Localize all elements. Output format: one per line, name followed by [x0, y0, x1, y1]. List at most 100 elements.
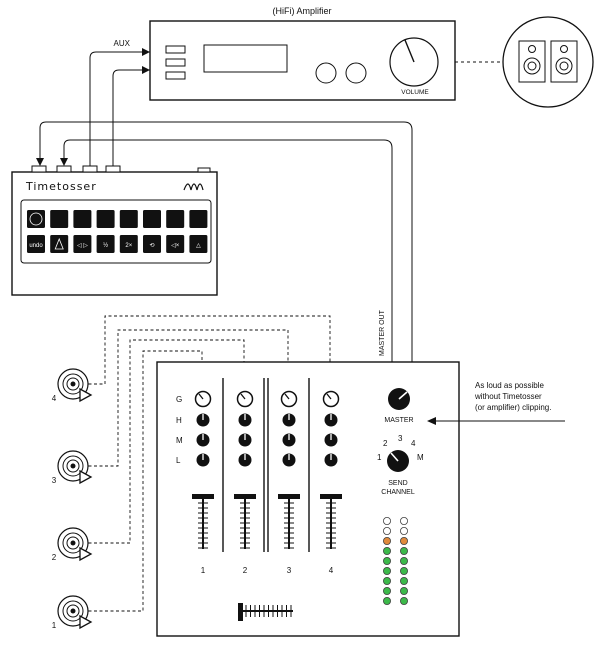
send-pos-1: 1: [377, 453, 382, 462]
send-pos-3: 3: [398, 434, 403, 443]
send-label: SEND: [388, 480, 407, 487]
meter-led: [399, 557, 408, 566]
meter-led: [399, 527, 408, 536]
meter-led: [382, 597, 391, 606]
note: As loud as possible without Timetosser (…: [427, 381, 565, 425]
pad-button-4: [96, 210, 115, 228]
triangle-icon: △: [189, 235, 208, 253]
crossfader: [238, 603, 293, 621]
pad-button-5: [119, 210, 138, 228]
arrow-icon: [427, 417, 436, 425]
turntable-icon: 2: [52, 527, 93, 562]
button-glyph: ½: [103, 242, 108, 249]
note-line-2: without Timetosser: [474, 392, 542, 401]
send-pos-2: 2: [383, 439, 388, 448]
level-meter-column: [382, 517, 391, 606]
meter-led: [399, 597, 408, 606]
turntable-number: 1: [52, 621, 57, 630]
button-grid: [20, 199, 212, 264]
pad-button-3: [73, 210, 92, 228]
button-glyph: ◁×: [171, 243, 180, 249]
channel-strip-3: 3: [278, 390, 300, 575]
loop-icon: ⟲: [143, 235, 161, 253]
channel-label: CHANNEL: [381, 489, 415, 496]
level-meters: [382, 517, 408, 606]
channel-number: 4: [329, 566, 334, 575]
mute-icon: ◁×: [166, 235, 185, 253]
send-pos-4: 4: [411, 439, 416, 448]
meter-led: [382, 587, 391, 596]
meter-led: [399, 547, 408, 556]
meter-led: [382, 547, 391, 556]
pad-button-8: [189, 210, 208, 228]
level-meter-column: [399, 517, 408, 606]
pad-button-2: [50, 210, 69, 228]
turntable-cables: [83, 315, 331, 612]
eq-label: L: [176, 456, 181, 465]
eq-label: M: [176, 436, 183, 445]
meter-led: [382, 577, 391, 586]
undo-icon: undo: [27, 235, 45, 253]
amplifier: (HiFi) Amplifier VOLUME: [149, 6, 456, 101]
turntables: 4 3 2 1: [52, 368, 93, 630]
eq-label: G: [176, 395, 182, 404]
cables: [36, 48, 413, 362]
pad-button-7: [166, 210, 185, 228]
channel-strip-2: 2: [234, 390, 256, 575]
send-channel-knob: [387, 450, 409, 472]
timetosser-buttons: undo ◁ ▷ ½ 2× ⟲ ◁× △: [27, 210, 208, 253]
reverse-icon: ◁ ▷: [73, 235, 92, 253]
channel-number: 3: [287, 566, 292, 575]
button-glyph: △: [196, 243, 201, 249]
button-glyph: 2×: [125, 243, 132, 249]
timetosser-title: Timetosser: [25, 180, 97, 193]
send-pos-m: M: [417, 453, 424, 462]
meter-led: [399, 577, 408, 586]
metronome-icon: [50, 235, 69, 253]
meter-led: [382, 557, 391, 566]
turntable-number: 4: [52, 394, 57, 403]
eq-label: H: [176, 416, 182, 425]
button-glyph: ◁ ▷: [77, 243, 88, 249]
note-line-3: (or amplifier) clipping.: [475, 403, 551, 412]
amp-small-knob-2: [345, 62, 367, 84]
turntable-number: 3: [52, 476, 57, 485]
channel-strip-1: 1: [192, 390, 214, 575]
master-out-label: MASTER OUT: [379, 309, 386, 356]
note-line-1: As loud as possible: [475, 381, 544, 390]
mixer-channels: G H M L 1 2 3 4: [176, 390, 342, 575]
turntable-number: 2: [52, 553, 57, 562]
aux-label: AUX: [114, 39, 131, 48]
amp-small-knob-1: [315, 62, 337, 84]
amp-input-button-1: [165, 45, 186, 54]
meter-led: [382, 527, 391, 536]
button-glyph: undo: [29, 243, 43, 249]
meter-led: [399, 587, 408, 596]
master-label: MASTER: [384, 417, 413, 424]
meter-led: [382, 517, 391, 526]
meter-led: [382, 537, 391, 546]
turntable-icon: 3: [52, 450, 93, 485]
timetosser-device: Timetosser undo ◁ ▷ ½ 2× ⟲ ◁× △: [11, 165, 218, 296]
half-speed-icon: ½: [96, 235, 115, 253]
speaker-pair-icon: [502, 16, 594, 108]
waveform-logo-icon: [183, 183, 204, 191]
amp-display: [203, 44, 288, 73]
turntable-icon: 4: [52, 368, 93, 403]
master-knob: [388, 388, 410, 410]
meter-led: [399, 567, 408, 576]
record-icon: [27, 210, 45, 228]
amp-input-button-2: [165, 58, 186, 67]
channel-number: 1: [201, 566, 206, 575]
channel-strip-4: 4: [320, 390, 342, 575]
amplifier-title: (HiFi) Amplifier: [272, 6, 331, 16]
double-speed-icon: 2×: [119, 235, 138, 253]
pad-button-6: [143, 210, 161, 228]
meter-led: [399, 517, 408, 526]
channel-number: 2: [243, 566, 248, 575]
amp-input-button-3: [165, 71, 186, 80]
button-glyph: ⟲: [149, 243, 154, 249]
turntable-icon: 1: [52, 595, 93, 630]
meter-led: [399, 537, 408, 546]
